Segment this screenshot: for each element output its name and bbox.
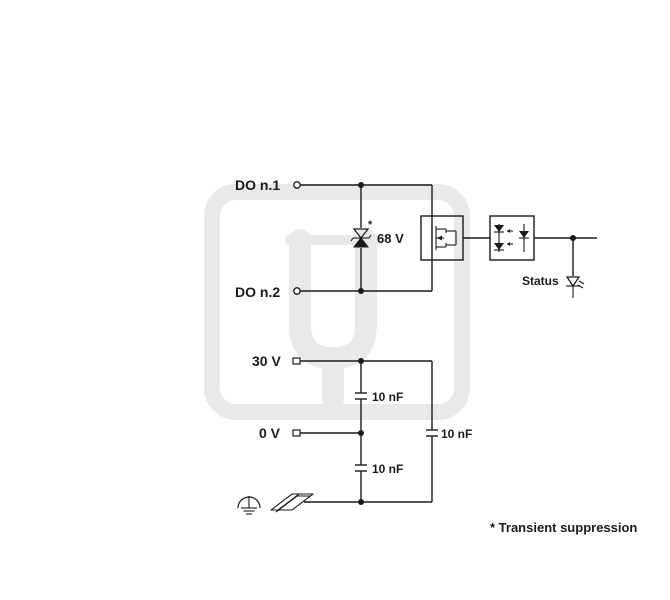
junction-dot [358,430,364,436]
junction-dot [358,182,364,188]
tvs-diode-icon [350,228,372,248]
junction-dot [358,499,364,505]
optocoupler-icon [489,215,535,261]
0v-label: 0 V [259,425,281,441]
cap3-label: 10 nF [441,427,472,441]
status-led-icon [565,276,585,298]
capacitor-icon [355,464,367,472]
30v-label: 30 V [252,353,281,369]
din-rail-icon [270,493,314,513]
junction-dot [358,288,364,294]
junction-dot [358,358,364,364]
cap2-label: 10 nF [372,462,403,476]
status-label: Status [522,274,559,288]
cap1-label: 10 nF [372,390,403,404]
do1-terminal [293,181,301,189]
do1-label: DO n.1 [235,177,280,193]
footnote: * Transient suppression [490,520,637,535]
transient-asterisk: * [368,219,373,231]
capacitor-icon [355,392,367,400]
0v-terminal [292,429,301,437]
30v-terminal [292,357,301,365]
do2-label: DO n.2 [235,284,280,300]
power-wiring [300,360,433,503]
ground-icon [237,496,261,515]
do2-terminal [293,287,301,295]
capacitor-icon [426,429,438,437]
zener-voltage-label: 68 V [377,231,404,246]
plug-watermark-icon [204,184,470,420]
